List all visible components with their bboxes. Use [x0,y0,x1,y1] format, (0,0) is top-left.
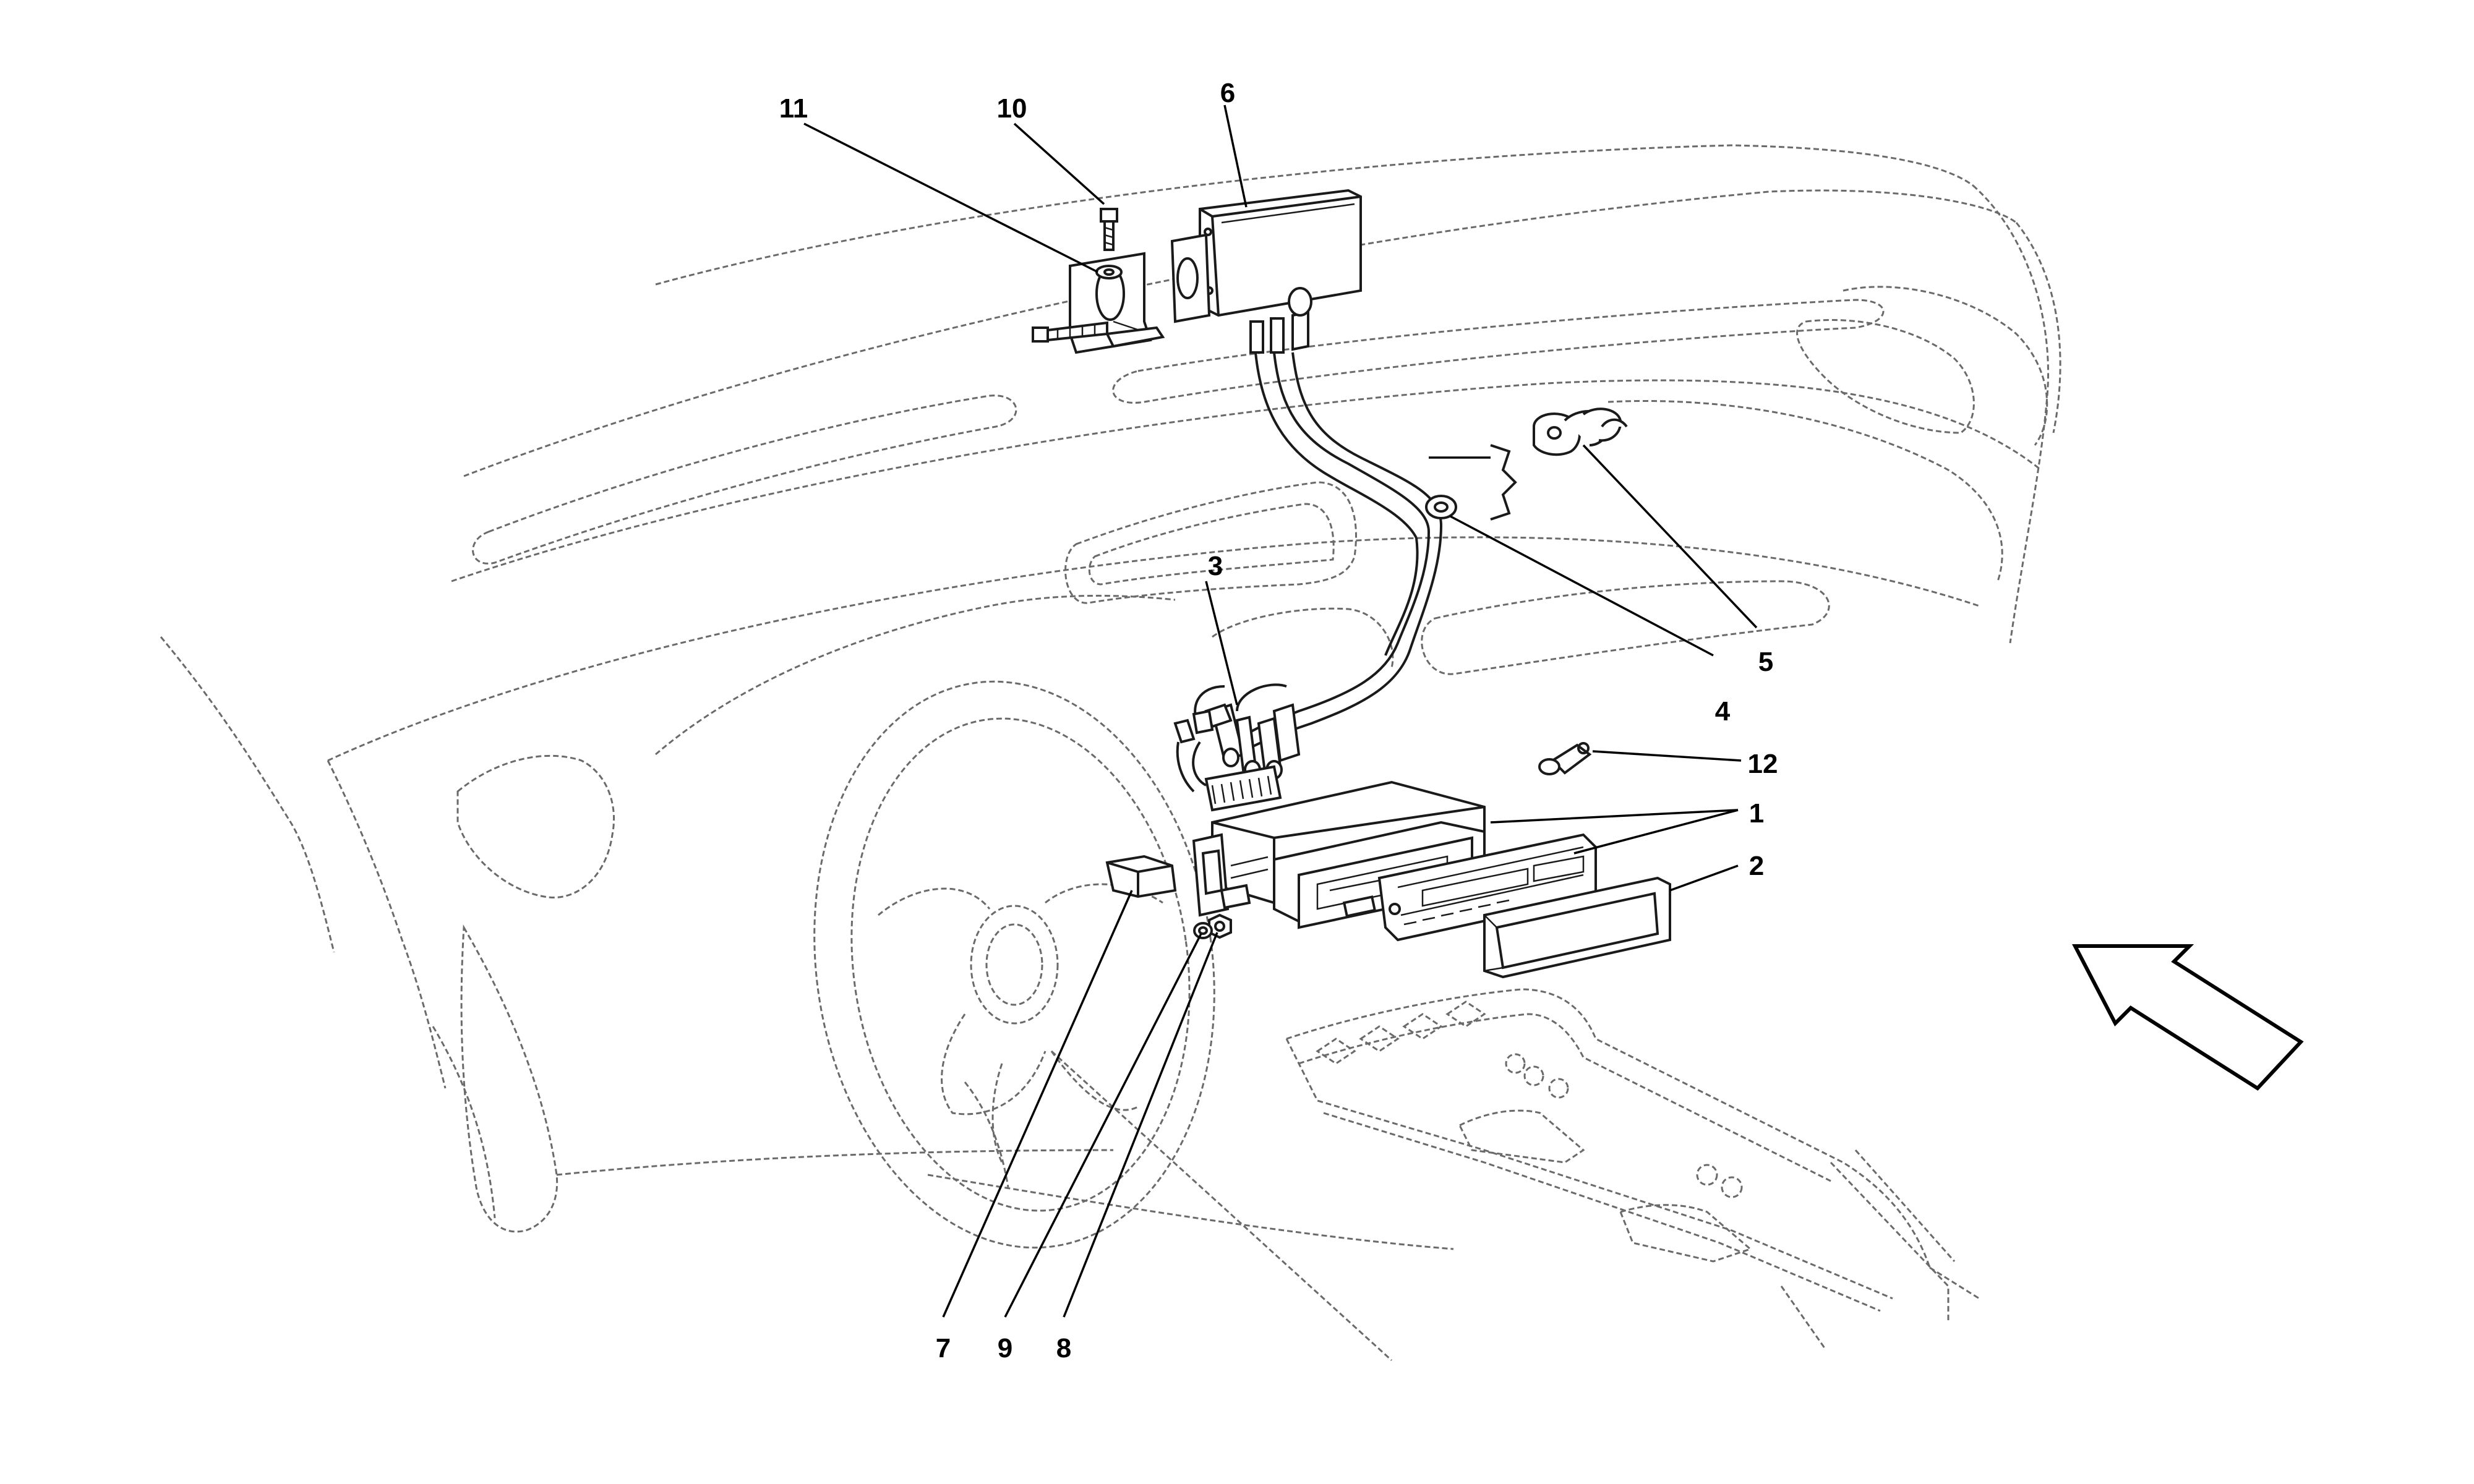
direction-arrow-icon [2072,944,2304,1091]
callout-2: 2 [1749,851,1764,881]
cable-clips [1533,407,1628,456]
callout-11: 11 [779,93,808,124]
steering-wheel [813,680,1215,1249]
callout-6: 6 [1220,78,1235,108]
fuse-connector [1538,742,1592,775]
dashboard-outline [160,144,2061,1362]
amplifier-box[interactable] [1170,189,1362,323]
callout-5: 5 [1758,647,1773,677]
screw-10 [1100,208,1118,251]
callout-7: 7 [936,1333,951,1363]
callout-1: 1 [1749,798,1764,829]
radio-connectors [1173,683,1301,812]
washer-9 [1193,922,1213,939]
callout-9: 9 [998,1333,1012,1363]
radio-frame[interactable] [1483,876,1671,979]
callout-3: 3 [1208,551,1223,581]
leader-lines [803,104,1758,1318]
bracket-7 [1105,855,1177,898]
nut-8 [1208,913,1232,939]
antenna-cable [1236,287,1517,749]
callouts: 11 10 6 3 4 5 12 1 2 7 9 8 [779,78,1778,1363]
callout-10: 10 [997,93,1027,124]
callout-4: 4 [1715,696,1731,727]
washer-11 [1095,265,1123,279]
callout-8: 8 [1056,1333,1071,1363]
bracket-bolt [1032,321,1108,343]
callout-12: 12 [1748,749,1778,779]
